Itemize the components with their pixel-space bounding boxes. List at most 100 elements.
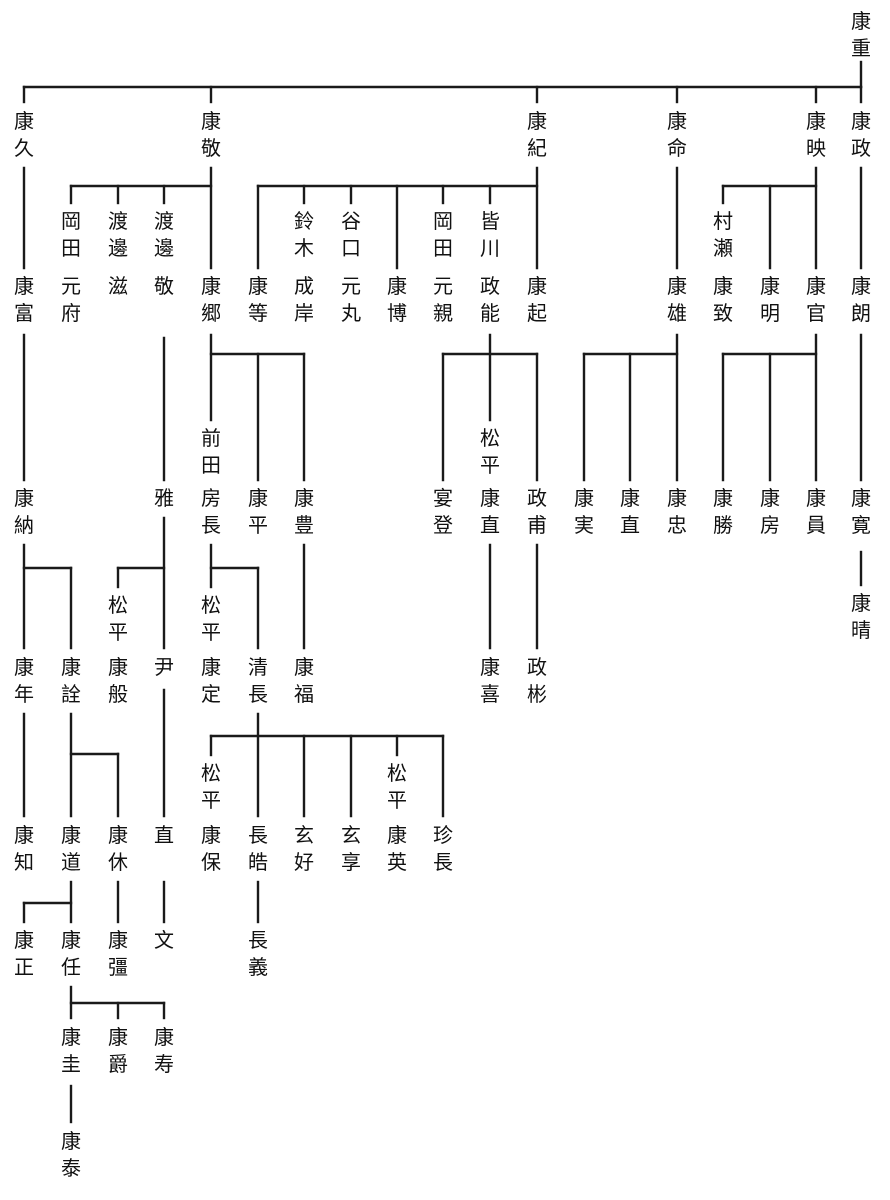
name-char: 康 (387, 274, 407, 298)
person-node-f5: 長義長義 (243, 927, 273, 981)
name-char: 川 (480, 236, 500, 260)
name-char: 好 (294, 850, 314, 874)
name-char: 甫 (527, 513, 547, 537)
person-node-a4: 康命康命 (662, 108, 692, 162)
person-node-b12: 康起康起 (522, 273, 552, 327)
name-char: 長 (248, 928, 268, 952)
name-char: 平 (201, 788, 221, 812)
name-char: 彊 (108, 955, 128, 979)
name-char: 房 (201, 486, 221, 510)
person-node-f1: 康正康正 (9, 927, 39, 981)
name-char: 喜 (480, 682, 500, 706)
person-node-c16: 康晴康晴 (846, 590, 876, 644)
person-node-e8: 玄享玄享 (336, 822, 366, 876)
name-char: 岡 (433, 209, 453, 233)
name-char: 詮 (61, 682, 81, 706)
person-node-c6: 宴登宴登 (428, 485, 458, 539)
person-node-a5: 康映康映 (801, 108, 831, 162)
name-char: 文 (154, 928, 174, 952)
name-char: 平 (248, 513, 268, 537)
name-char: 松 (108, 593, 128, 617)
name-char: 長 (248, 682, 268, 706)
name-char: 朗 (851, 301, 871, 325)
name-char: 康 (14, 655, 34, 679)
name-char: 命 (667, 136, 687, 160)
name-char: 忠 (667, 513, 687, 537)
name-char: 康 (14, 274, 34, 298)
name-char: 晴 (851, 618, 871, 642)
person-node-e5: 康保康保 (196, 822, 226, 876)
name-char: 享 (341, 850, 361, 874)
name-char: 村 (713, 209, 733, 233)
name-char: 府 (61, 301, 81, 325)
name-char: 政 (480, 274, 500, 298)
person-node-b4: 敬敬 (149, 273, 179, 300)
name-char: 康 (760, 486, 780, 510)
name-char: 休 (108, 850, 128, 874)
person-node-b3: 滋滋 (103, 273, 133, 300)
name-char: 義 (248, 955, 268, 979)
name-char: 康 (248, 274, 268, 298)
name-char: 正 (14, 955, 34, 979)
name-char: 康 (14, 928, 34, 952)
name-char: 任 (61, 955, 81, 979)
name-char: 康 (108, 928, 128, 952)
name-char: 瀬 (713, 236, 733, 260)
name-char: 康 (61, 1129, 81, 1153)
name-char: 康 (154, 1025, 174, 1049)
name-char: 元 (341, 274, 361, 298)
name-char: 雅 (154, 486, 174, 510)
name-char: 康 (248, 486, 268, 510)
name-char: 泰 (61, 1156, 81, 1180)
person-node-a1: 康久康久 (9, 108, 39, 162)
name-char: 康 (713, 486, 733, 510)
person-node-e2: 康道康道 (56, 822, 86, 876)
person-node-b7: 成岸成岸 (289, 273, 319, 327)
name-char: 渡 (108, 209, 128, 233)
name-char: 康 (480, 655, 500, 679)
name-char: 岡 (61, 209, 81, 233)
person-node-f4: 文文 (149, 927, 179, 954)
surname-note-n6: 岡田岡田 (428, 208, 458, 262)
person-node-c2: 雅雅 (149, 485, 179, 512)
name-char: 邊 (108, 236, 128, 260)
person-node-b1: 康富康富 (9, 273, 39, 327)
name-char: 康 (760, 274, 780, 298)
name-char: 直 (620, 513, 640, 537)
name-char: 康 (851, 9, 871, 33)
name-char: 康 (294, 655, 314, 679)
name-char: 等 (248, 301, 268, 325)
name-char: 親 (433, 301, 453, 325)
name-char: 起 (527, 301, 547, 325)
name-char: 邊 (154, 236, 174, 260)
name-char: 康 (61, 823, 81, 847)
person-node-f2: 康任康任 (56, 927, 86, 981)
name-char: 康 (527, 109, 547, 133)
name-char: 実 (574, 513, 594, 537)
name-char: 政 (527, 486, 547, 510)
person-node-d6: 清長清長 (243, 654, 273, 708)
name-char: 康 (108, 823, 128, 847)
person-node-g2: 康爵康爵 (103, 1024, 133, 1078)
person-node-c5: 康豊康豊 (289, 485, 319, 539)
name-char: 富 (14, 301, 34, 325)
name-char: 知 (14, 850, 34, 874)
name-char: 康 (527, 274, 547, 298)
person-node-a2: 康敬康敬 (196, 108, 226, 162)
person-node-b17: 康朗康朗 (846, 273, 876, 327)
person-node-r0: 康重康重 (846, 8, 876, 62)
person-node-b14: 康致康致 (708, 273, 738, 327)
name-char: 致 (713, 301, 733, 325)
name-char: 皓 (248, 850, 268, 874)
person-node-e6: 長皓長皓 (243, 822, 273, 876)
name-char: 元 (61, 274, 81, 298)
name-char: 豊 (294, 513, 314, 537)
person-node-c15: 康寛康寛 (846, 485, 876, 539)
name-char: 玄 (341, 823, 361, 847)
person-node-d5: 康定康定 (196, 654, 226, 708)
person-node-g1: 康圭康圭 (56, 1024, 86, 1078)
person-node-c7: 康直康直 (475, 485, 505, 539)
